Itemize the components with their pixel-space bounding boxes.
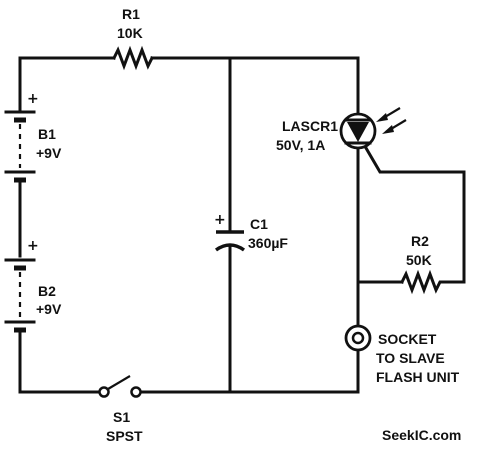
c1-plus-sign: + (214, 212, 226, 228)
b2-name: B2 (38, 283, 56, 299)
battery-b2-symbol (4, 258, 36, 340)
lascr1-symbol (339, 107, 407, 150)
wire-gate (363, 145, 466, 284)
b1-name: B1 (38, 126, 56, 142)
s1-value: SPST (106, 428, 143, 444)
switch-s1-symbol (98, 375, 142, 398)
r2-resistor-symbol (399, 269, 446, 295)
s1-name: S1 (113, 409, 130, 425)
socket-label-line3: FLASH UNIT (376, 369, 460, 385)
r1-name: R1 (122, 6, 140, 22)
socket-label-line1: SOCKET (378, 331, 437, 347)
r2-name: R2 (411, 233, 429, 249)
wires (18, 56, 466, 394)
r1-resistor-symbol (111, 45, 155, 71)
b1-value: +9V (36, 145, 62, 161)
b2-plus-sign: + (27, 238, 39, 254)
c1-value: 360µF (248, 235, 288, 251)
c1-name: C1 (250, 216, 268, 232)
r1-value: 10K (117, 25, 143, 41)
socket-label-line2: TO SLAVE (376, 350, 445, 366)
capacitor-c1-symbol (214, 230, 246, 252)
b1-plus-sign: + (27, 91, 39, 107)
r2-value: 50K (406, 252, 432, 268)
lascr1-name: LASCR1 (282, 118, 338, 134)
b2-value: +9V (36, 301, 62, 317)
lascr1-value: 50V, 1A (276, 137, 325, 153)
watermark-text: SeekIC.com (382, 427, 461, 443)
socket-symbol (344, 324, 372, 352)
battery-b1-symbol (4, 106, 36, 258)
